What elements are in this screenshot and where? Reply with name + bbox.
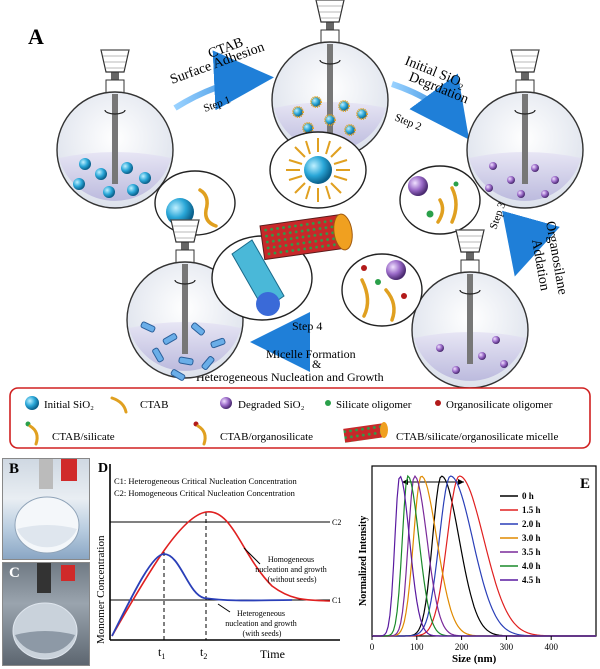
- legend-label-1: 1.5 h: [522, 505, 541, 515]
- organosilane-particles: [436, 336, 508, 374]
- panel-e-label: E: [580, 476, 590, 492]
- panel-d-label: D: [98, 461, 108, 476]
- legend-degraded-sio2: Degraded SiO₂: [238, 399, 305, 411]
- flask-degraded: [466, 49, 584, 209]
- micelle-cylinder: [259, 213, 353, 261]
- legend-organosilicate-oligomer: Organosilicate oligomer: [446, 399, 553, 411]
- zoom-bubble-1: [154, 170, 236, 236]
- legend-ctab: CTAB: [140, 399, 168, 411]
- flask-initial: [56, 49, 174, 209]
- blue-annotation-pointer: [217, 603, 231, 613]
- x-tick-label-4: 400: [544, 642, 558, 652]
- zoom-bubble-4: [341, 253, 423, 327]
- step4-label: Step 4: [292, 319, 322, 333]
- micelle-rods: [140, 321, 226, 381]
- legend-label-0: 0 h: [522, 491, 534, 501]
- step1-label: Step 1: [202, 94, 232, 115]
- step3-label: Step 3: [488, 200, 509, 231]
- ctab-coated-particles: [292, 96, 368, 136]
- step4-line1: Micelle Formation: [266, 347, 356, 361]
- blue-annotation: Heterogeneous nucleation and growth (wit…: [225, 609, 299, 638]
- x-tick-label-0: 0: [370, 642, 375, 652]
- legend-ctab-organosilicate: CTAB/organosilicate: [220, 431, 313, 443]
- legend-label-4: 3.5 h: [522, 547, 541, 557]
- red-annotation-pointer: [243, 547, 261, 565]
- zoom-bubble-3: [399, 165, 481, 235]
- panel-e-chart: E Normalized Intensity Size (nm) 0 100 200…: [358, 465, 597, 665]
- panel-a-diagram: A CTAB Surface Adhesion Step 1: [9, 0, 591, 449]
- panel-e-ylabel: Normalized Intensity: [358, 516, 369, 606]
- arrow-step-1: CTAB Surface Adhesion Step 1: [168, 35, 274, 115]
- c2-label: C2: [332, 518, 341, 527]
- flask-organosilane: [411, 229, 529, 389]
- heterogeneous-curve: [111, 553, 293, 637]
- panel-d-chart: D C1: Heterogeneous Critical Nucleation …: [95, 461, 341, 661]
- panel-d-note1: C1: Heterogeneous Critical Nucleation Co…: [114, 476, 297, 486]
- flask-ctab-adhesion: [271, 0, 389, 159]
- legend-initial-sio2: Initial SiO₂: [44, 399, 94, 411]
- panel-c-photo: C: [2, 562, 90, 666]
- x-tick-label-1: 100: [410, 642, 424, 652]
- legend-ctab-silicate: CTAB/silicate: [52, 431, 115, 443]
- panel-d-xlabel: Time: [260, 647, 285, 661]
- t1-label: t1: [158, 645, 165, 661]
- panel-e-xlabel: Size (nm): [452, 653, 497, 665]
- t2-label: t2: [200, 645, 207, 661]
- panel-e-legend: 0 h 1.5 h 2.0 h 3.0 h 3.5 h 4.0 h 4.5 h: [500, 491, 541, 585]
- flask-micelles: [126, 219, 244, 381]
- legend-box: Initial SiO₂ CTAB Degraded SiO₂ Silicate…: [9, 387, 591, 449]
- panel-b-photo: B: [2, 458, 90, 560]
- c1-label: C1: [332, 596, 341, 605]
- panel-e-ticks: 0 100 200 300 400: [370, 636, 558, 652]
- degraded-particles: [485, 162, 559, 198]
- legend-micelle: CTAB/silicate/organosilicate micelle: [396, 431, 558, 443]
- series-line-6: [372, 475, 596, 637]
- sio2-particles: [73, 158, 151, 198]
- panel-e-curves: [372, 474, 596, 637]
- panel-c-label: C: [9, 565, 20, 581]
- zoom-bubble-2: [269, 131, 367, 209]
- red-annotation: Homogeneous nucleation and growth (witho…: [255, 555, 329, 584]
- step4-line2: &: [312, 357, 322, 371]
- arrow-step-4: Step 4 Micelle Formation & Heterogeneous…: [196, 312, 390, 384]
- panel-d-note2: C2: Homogeneous Critical Nucleation Conc…: [114, 488, 296, 498]
- legend-label-5: 4.0 h: [522, 561, 541, 571]
- homogeneous-curve: [111, 511, 331, 637]
- flask-photo-c: [12, 563, 78, 660]
- legend-label-3: 3.0 h: [522, 533, 541, 543]
- x-tick-label-3: 300: [500, 642, 514, 652]
- panel-d-ylabel: Monomer Concentration: [95, 535, 107, 644]
- legend-label-2: 2.0 h: [522, 519, 541, 529]
- legend-label-6: 4.5 h: [522, 575, 541, 585]
- step2-label: Step 2: [393, 112, 423, 134]
- step4-line3: Heterogeneous Nucleation and Growth: [196, 370, 384, 384]
- arrow-step-2: Initial SiO2 Degrdation Step 2: [391, 54, 471, 140]
- panel-b-label: B: [9, 461, 20, 477]
- x-tick-label-2: 200: [455, 642, 469, 652]
- flask-photo-b: [14, 459, 80, 554]
- panel-a-label: A: [28, 24, 44, 49]
- legend-silicate-oligomer: Silicate oligomer: [336, 399, 412, 411]
